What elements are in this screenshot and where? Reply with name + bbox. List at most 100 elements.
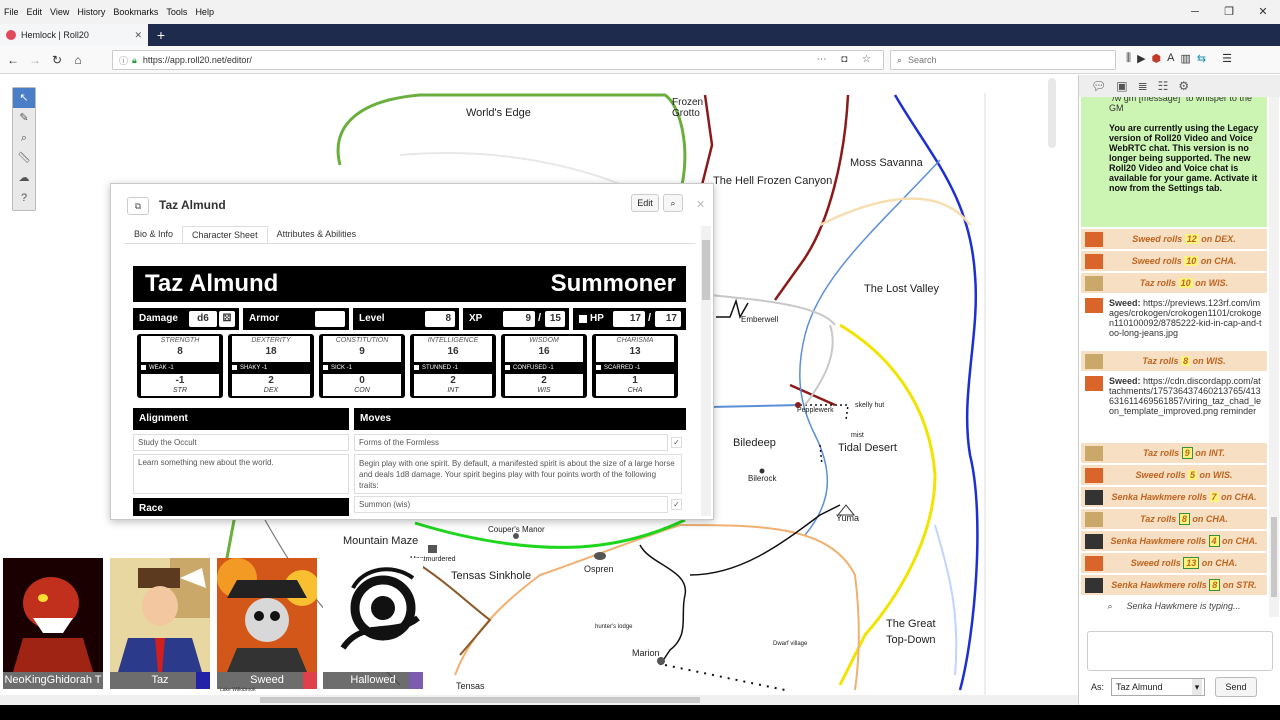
roll-value[interactable]: 10 bbox=[1178, 278, 1193, 288]
attribute-value[interactable]: 13 bbox=[629, 346, 641, 357]
roll-value[interactable]: 8 bbox=[1181, 356, 1191, 366]
journal-tab-icon[interactable]: ≣ bbox=[1137, 79, 1148, 93]
hp-field[interactable]: 17 bbox=[613, 311, 645, 327]
restore-icon[interactable]: ❐ bbox=[1224, 6, 1234, 18]
move-checkbox[interactable]: ✓ bbox=[671, 499, 682, 510]
edit-button[interactable]: Edit bbox=[631, 194, 659, 212]
roll-value[interactable]: 8 bbox=[1209, 579, 1221, 591]
xp-max-field[interactable]: 15 bbox=[545, 311, 565, 327]
tab-bio-info[interactable]: Bio & Info bbox=[134, 229, 174, 239]
zoom-tool-icon[interactable]: ⌕ bbox=[20, 132, 28, 144]
chat-link[interactable]: https://cdn.discordapp.com/attachments/1… bbox=[1109, 376, 1261, 416]
menu-bookmarks[interactable]: Bookmarks bbox=[113, 7, 159, 17]
armor-field[interactable] bbox=[315, 311, 345, 327]
roll-value[interactable]: 9 bbox=[1181, 447, 1193, 459]
back-icon[interactable]: ← bbox=[7, 53, 19, 67]
player-taz[interactable]: Taz bbox=[110, 558, 210, 690]
library-icon[interactable]: ⫼ bbox=[1126, 52, 1132, 64]
move-name-field[interactable]: Summon (wis) bbox=[354, 496, 668, 513]
speaking-as-select[interactable]: Taz Almund bbox=[1111, 678, 1205, 696]
player-neokingghidorah[interactable]: NeoKingGhidorah T bbox=[3, 558, 103, 690]
menu-edit[interactable]: Edit bbox=[26, 7, 43, 17]
page-actions-icon[interactable]: ⋯ ◘ ☆ bbox=[816, 54, 877, 65]
debility-checkbox[interactable]: CONFUSED -1 bbox=[505, 365, 554, 371]
roll-value[interactable]: 12 bbox=[1184, 234, 1199, 244]
tab-close-icon[interactable]: ✕ bbox=[134, 29, 142, 40]
draw-tool-icon[interactable]: ✎ bbox=[19, 112, 29, 124]
art-library-tab-icon[interactable]: ▣ bbox=[1116, 79, 1128, 93]
close-icon[interactable]: ✕ bbox=[696, 199, 706, 211]
hamburger-menu-icon[interactable]: ☰ bbox=[1222, 53, 1232, 65]
attribute-value[interactable]: 9 bbox=[359, 346, 365, 357]
chat-input[interactable] bbox=[1087, 631, 1273, 671]
forward-icon[interactable]: → bbox=[29, 53, 41, 67]
menu-help[interactable]: Help bbox=[195, 7, 214, 17]
move-description[interactable]: Begin play with one spirit. By default, … bbox=[354, 454, 682, 494]
chat-link[interactable]: https://previews.123rf.com/images/crokog… bbox=[1109, 298, 1262, 338]
debility-checkbox[interactable]: SCARRED -1 bbox=[596, 365, 640, 371]
magnify-icon[interactable]: ⌕ bbox=[663, 194, 683, 212]
alignment-field[interactable]: Study the Occult bbox=[133, 434, 349, 451]
sync-icon[interactable]: ⇆ bbox=[1196, 53, 1207, 65]
hp-checkbox[interactable] bbox=[579, 315, 587, 323]
url-bar[interactable]: ⓘ 🔒︎ https://app.roll20.net/editor/ ⋯ ◘ … bbox=[112, 50, 884, 70]
youtube-icon[interactable]: ▶ bbox=[1137, 53, 1146, 65]
player-sweed[interactable]: Sweed bbox=[217, 558, 317, 690]
attribute-value[interactable]: 18 bbox=[265, 346, 277, 357]
xp-field[interactable]: 9 bbox=[503, 311, 535, 327]
alignment-description[interactable]: Learn something new about the world. bbox=[133, 454, 349, 494]
search-bar[interactable]: ⌕ Search bbox=[890, 50, 1116, 70]
attribute-value[interactable]: 8 bbox=[177, 346, 183, 357]
chat-scrollbar[interactable] bbox=[1269, 97, 1279, 617]
menu-file[interactable]: File bbox=[4, 7, 19, 17]
roll-value[interactable]: 7 bbox=[1209, 492, 1219, 502]
map-horizontal-scrollbar[interactable] bbox=[0, 695, 1078, 705]
chat-tab-icon[interactable]: 💬︎ bbox=[1091, 79, 1107, 93]
send-button[interactable]: Send bbox=[1215, 677, 1257, 697]
level-field[interactable]: 8 bbox=[425, 311, 455, 327]
attribute-value[interactable]: 16 bbox=[447, 346, 459, 357]
info-icon[interactable]: ⓘ bbox=[119, 55, 129, 66]
sheet-scrollbar[interactable] bbox=[701, 226, 711, 516]
roll-value[interactable]: 13 bbox=[1183, 557, 1200, 569]
close-window-icon[interactable]: ✕ bbox=[1258, 6, 1268, 18]
measure-tool-icon[interactable]: 📏︎ bbox=[17, 152, 31, 164]
tab-attributes-abilities[interactable]: Attributes & Abilities bbox=[276, 229, 357, 239]
help-tool-icon[interactable]: ? bbox=[20, 192, 28, 204]
sidebar-icon[interactable]: ▥ bbox=[1180, 53, 1191, 65]
roll-value[interactable]: 8 bbox=[1178, 513, 1190, 525]
select-tool-icon[interactable]: ↖ bbox=[13, 88, 35, 108]
roll-value[interactable]: 10 bbox=[1184, 256, 1199, 266]
menu-tools[interactable]: Tools bbox=[166, 7, 188, 17]
roll-value[interactable]: 5 bbox=[1188, 470, 1198, 480]
compendium-tab-icon[interactable]: ☷ bbox=[1157, 79, 1169, 93]
move-checkbox[interactable]: ✓ bbox=[671, 437, 682, 448]
tab-character-sheet[interactable]: Character Sheet bbox=[182, 226, 268, 243]
settings-tab-icon[interactable]: ⚙ bbox=[1178, 79, 1190, 93]
debility-checkbox[interactable]: SHAKY -1 bbox=[232, 365, 267, 371]
player-hallowed[interactable]: Hallowed bbox=[323, 558, 423, 690]
debility-checkbox[interactable]: WEAK -1 bbox=[141, 365, 174, 371]
font-icon[interactable]: A bbox=[1167, 52, 1175, 64]
debility-checkbox[interactable]: STUNNED -1 bbox=[414, 365, 458, 371]
ublock-icon[interactable]: ⬢ bbox=[1151, 53, 1162, 65]
home-icon[interactable]: ⌂ bbox=[74, 53, 82, 67]
attribute-value[interactable]: 16 bbox=[538, 346, 550, 357]
move-name-field[interactable]: Forms of the Formless bbox=[354, 434, 668, 451]
fog-tool-icon[interactable]: ☁ bbox=[18, 172, 30, 184]
menu-history[interactable]: History bbox=[77, 7, 106, 17]
minimize-icon[interactable]: ─ bbox=[1191, 6, 1199, 18]
roll-value[interactable]: 4 bbox=[1208, 535, 1220, 547]
reload-icon[interactable]: ↻ bbox=[51, 53, 63, 67]
menu-view[interactable]: View bbox=[50, 7, 70, 17]
dice-roll-icon[interactable]: ⚄ bbox=[219, 311, 235, 327]
new-tab-icon[interactable]: + bbox=[156, 27, 166, 43]
popout-icon[interactable]: ⧉ bbox=[127, 197, 149, 215]
damage-field[interactable]: d6 bbox=[189, 311, 217, 327]
